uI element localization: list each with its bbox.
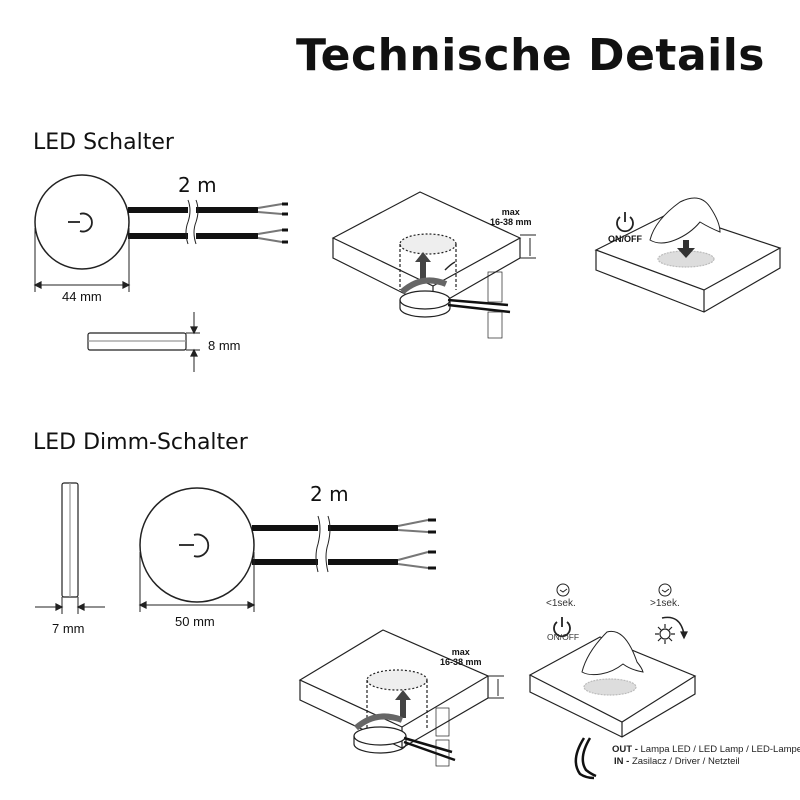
switch-mount-depth: max 16-38 mm	[490, 207, 532, 227]
dimmer-side-view	[35, 482, 105, 614]
dimmer-mount-box	[298, 629, 504, 767]
dimmer-top-view	[138, 487, 436, 612]
out-legend: OUT - Lampa LED / LED Lamp / LED-Lampe	[612, 744, 800, 755]
power-icon	[179, 533, 210, 558]
section-heading-dimmer: LED Dimm-Schalter	[33, 430, 248, 455]
brightness-icon	[655, 616, 688, 644]
switch-cable-length: 2 m	[178, 173, 217, 197]
dimmer-cable-length: 2 m	[310, 482, 349, 506]
short-press-label: <1sek.	[546, 598, 576, 609]
switch-side-view	[87, 312, 200, 372]
dimmer-touch-box	[528, 583, 697, 780]
switch-mount-box	[331, 191, 536, 339]
dimmer-height: 7 mm	[52, 621, 85, 636]
dimmer-diameter: 50 mm	[175, 614, 215, 629]
long-press-label: >1sek.	[650, 598, 680, 609]
switch-top-view	[33, 174, 288, 292]
in-legend: IN - Zasilacz / Driver / Netzteil	[614, 756, 740, 767]
switch-diameter: 44 mm	[62, 289, 102, 304]
dimmer-mount-depth: max 16-38 mm	[440, 647, 482, 667]
power-icon	[68, 212, 93, 233]
switch-touch-box	[594, 197, 782, 313]
power-icon	[553, 617, 571, 638]
clock-icon	[556, 583, 570, 597]
switch-mode-label: ON/OFF	[608, 234, 642, 244]
page-title: Technische Details	[295, 30, 765, 81]
switch-height: 8 mm	[208, 338, 241, 353]
cable	[128, 207, 258, 239]
section-heading-switch: LED Schalter	[33, 130, 174, 155]
clock-icon	[658, 583, 672, 597]
power-icon	[616, 212, 634, 233]
cable	[252, 525, 398, 565]
short-press-mode: ON/OFF	[547, 632, 580, 642]
wire-ends	[257, 202, 288, 244]
